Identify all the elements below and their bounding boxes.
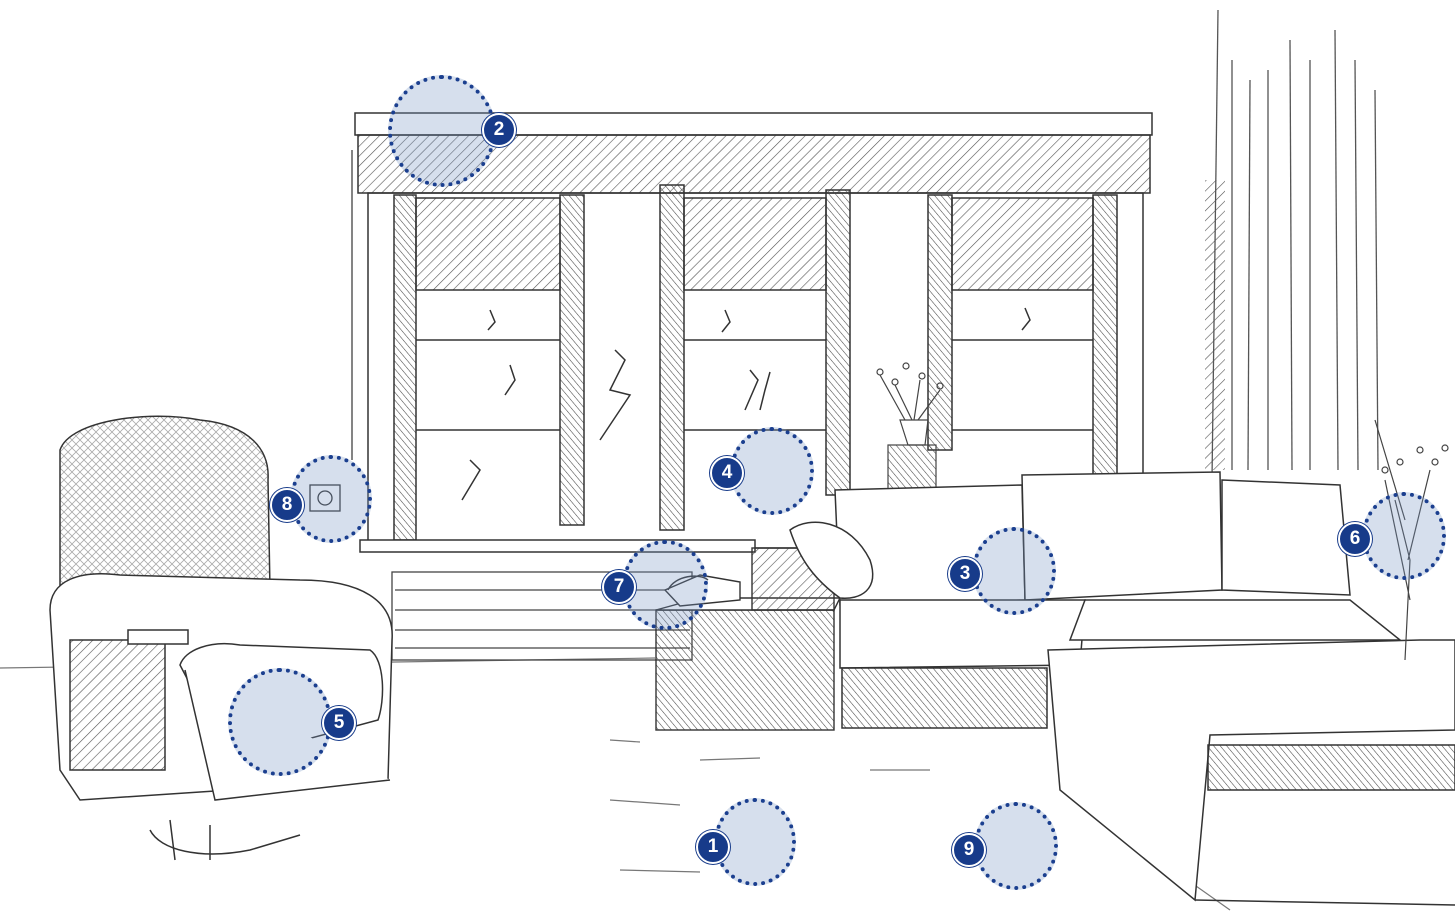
hotspot-badge: 9	[952, 833, 986, 867]
hotspot-badge: 7	[602, 570, 636, 604]
hotspot-badge: 2	[482, 113, 516, 147]
hotspot-6[interactable]: 6	[1338, 492, 1448, 580]
hotspot-badge: 8	[270, 488, 304, 522]
hotspot-7[interactable]: 7	[602, 540, 710, 630]
curtain	[1205, 10, 1378, 480]
hotspot-1[interactable]: 1	[696, 798, 796, 888]
hotspot-9[interactable]: 9	[952, 802, 1058, 890]
hotspot-badge: 6	[1338, 522, 1372, 556]
hotspot-5[interactable]: 5	[228, 668, 358, 776]
hotspot-3[interactable]: 3	[948, 527, 1058, 615]
hotspot-badge: 5	[322, 706, 356, 740]
hotspot-4[interactable]: 4	[710, 427, 816, 515]
hotspot-badge: 4	[710, 456, 744, 490]
hotspot-badge: 1	[696, 830, 730, 864]
hotspot-2[interactable]: 2	[388, 75, 518, 187]
hotspot-8[interactable]: 8	[270, 455, 374, 545]
hotspot-badge: 3	[948, 557, 982, 591]
